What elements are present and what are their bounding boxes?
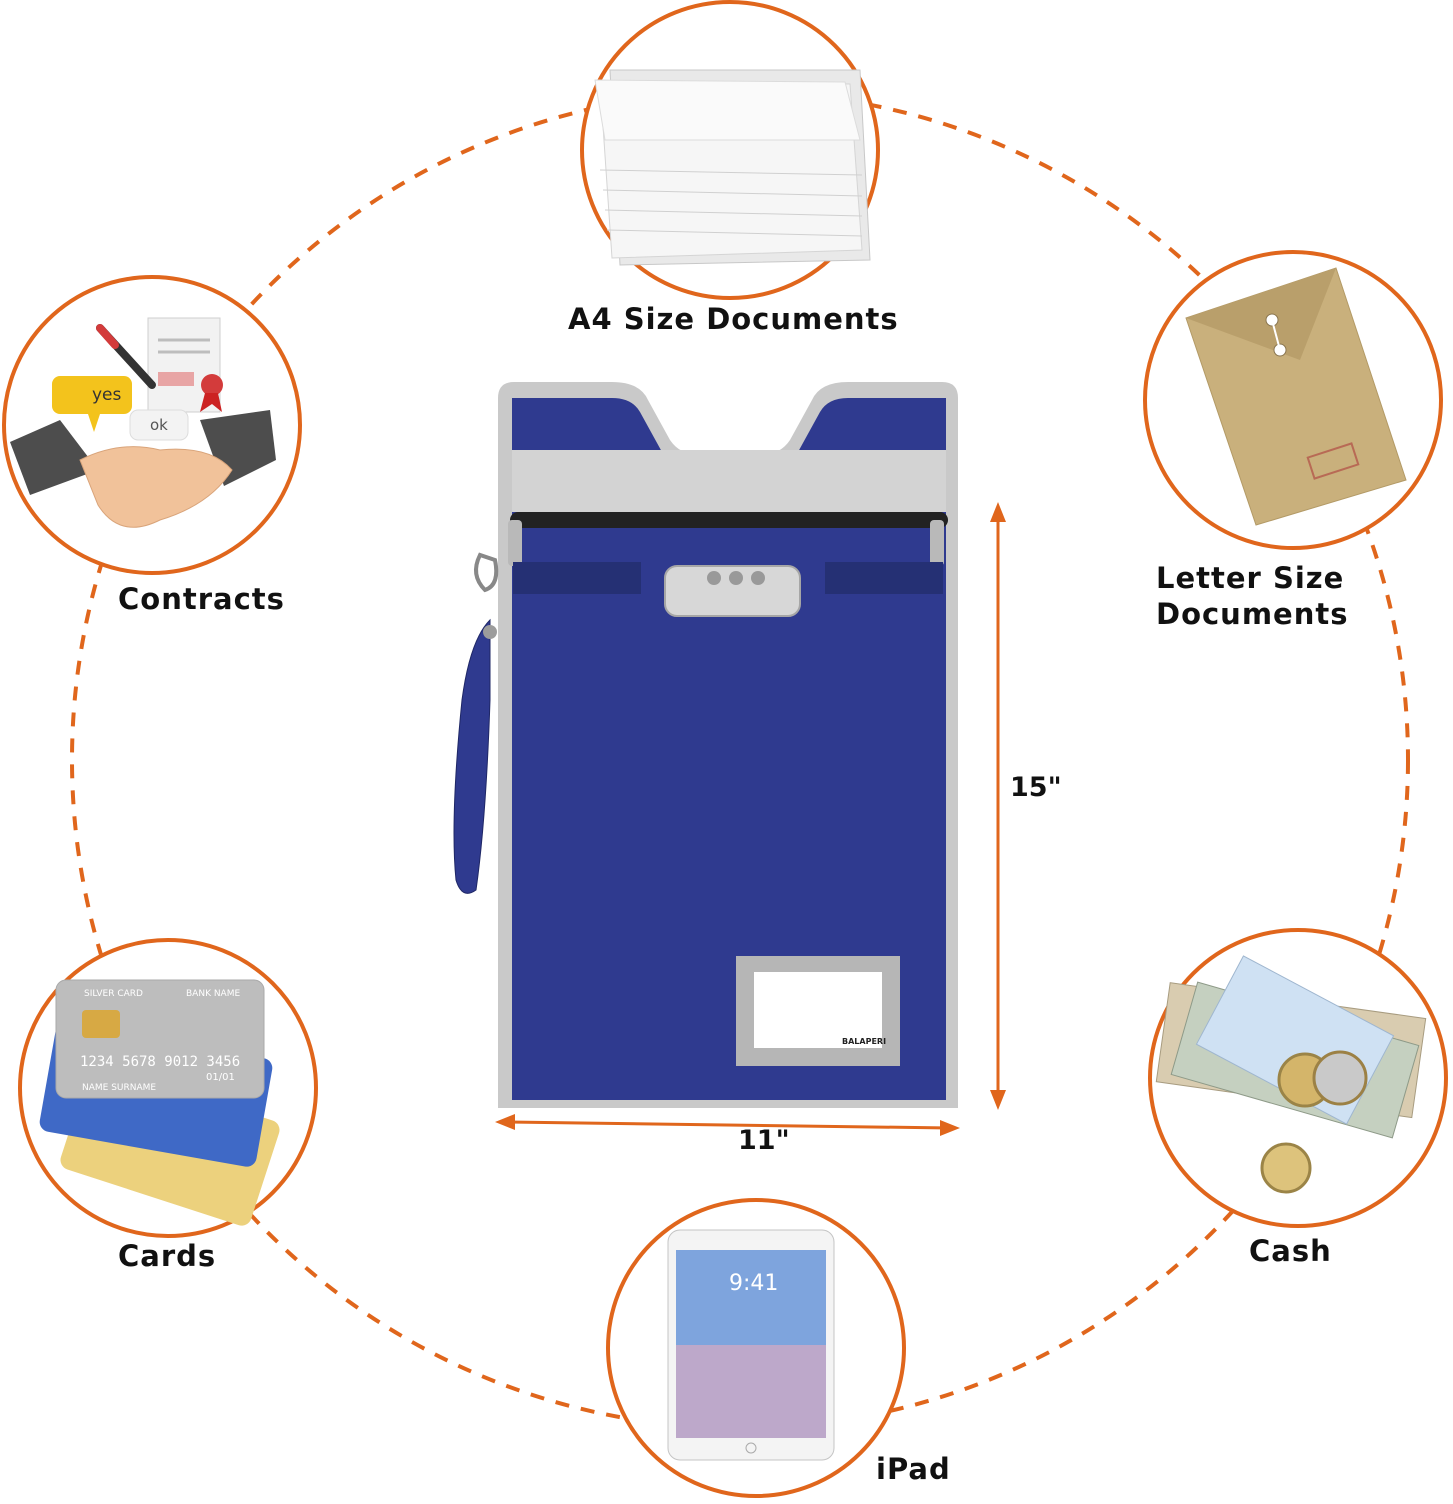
letter-size-label-line1: Letter Size: [1156, 561, 1345, 595]
cash-circle: [1148, 928, 1448, 1228]
letter-size-label: Letter Size Documents: [1156, 560, 1349, 632]
contracts-label: Contracts: [118, 582, 285, 616]
zipper: [510, 512, 948, 528]
cash-icon: [1155, 955, 1427, 1194]
ipad-time-text: 9:41: [729, 1271, 778, 1296]
cash-label: Cash: [1249, 1234, 1332, 1268]
brand-text: BALAPERI: [842, 1037, 886, 1046]
height-dimension-label: 15": [1010, 772, 1062, 803]
card-name-text: NAME SURNAME: [82, 1083, 156, 1093]
card-number-text: 1234 5678 9012 3456: [80, 1054, 240, 1070]
strap-clip: [474, 552, 499, 593]
contracts-circle: yes ok: [2, 275, 302, 575]
combination-lock-icon: [664, 565, 801, 617]
wrist-strap: [453, 618, 491, 894]
width-dimension-label: 11": [738, 1125, 790, 1156]
a4-documents-label: A4 Size Documents: [568, 302, 899, 336]
ok-bubble-text: ok: [150, 416, 168, 434]
width-dimension-arrow: [495, 1114, 960, 1136]
zipper-pull-right: [930, 520, 944, 566]
bag-top-trim: [512, 450, 946, 512]
ipad-circle: 9:41: [606, 1198, 906, 1498]
velcro-right: [825, 562, 943, 594]
ipad-label: iPad: [876, 1452, 951, 1486]
envelope-icon: [1185, 267, 1407, 526]
document-bag: BALAPERI: [453, 382, 958, 1108]
velcro-left: [513, 562, 641, 594]
letter-size-circle: [1143, 250, 1443, 550]
height-dimension-arrow: [990, 502, 1006, 1110]
cards-label: Cards: [118, 1239, 217, 1273]
a4-documents-circle: [580, 0, 880, 300]
ipad-icon: [667, 1229, 835, 1461]
letter-size-label-line2: Documents: [1156, 597, 1349, 631]
zipper-pull-left: [508, 520, 522, 566]
cards-circle: SILVER CARD BANK NAME 1234 5678 9012 345…: [18, 938, 318, 1238]
paper-stack-icon: [594, 69, 871, 266]
card-label-left: SILVER CARD: [84, 989, 143, 999]
card-expiry-text: 01/01: [206, 1072, 235, 1083]
yes-bubble-text: yes: [92, 385, 122, 405]
handshake-icon: [10, 317, 276, 528]
card-label-right: BANK NAME: [186, 989, 240, 999]
credit-cards-icon: [39, 979, 280, 1226]
